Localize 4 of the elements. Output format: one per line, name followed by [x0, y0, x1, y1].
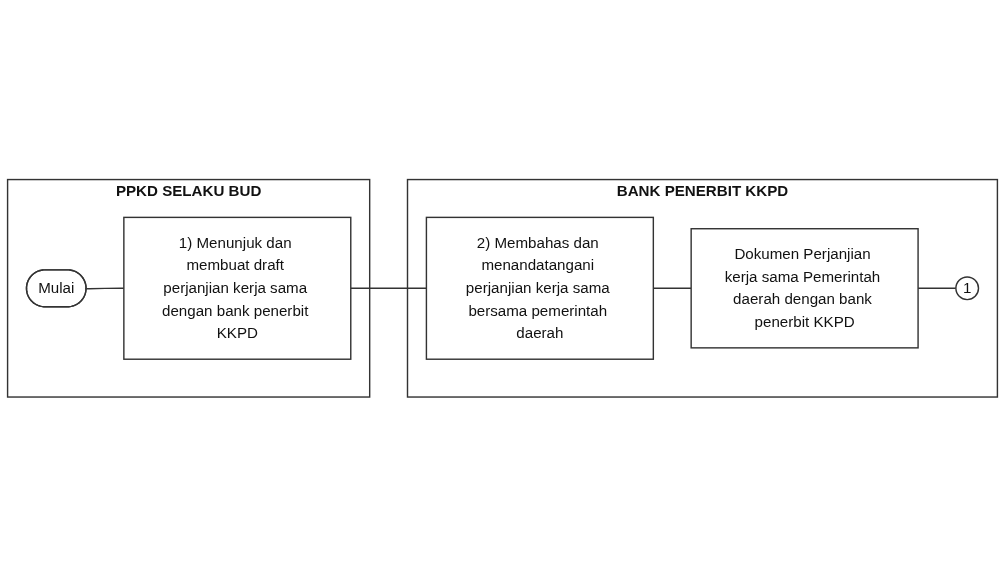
node-box: 2) Membahas dan menandatangani perjanjian kerja sama bersama pemerintah daerah — [425, 216, 655, 360]
node-circle: 1 — [955, 276, 980, 300]
node-box: 1) Menunjuk dan membuat draft perjanjian kerja sama dengan bank penerbit KKPD — [123, 216, 352, 360]
node-box: Dokumen Perjanjian kerja sama Pemerintah daerah dengan bank penerbit KKPD — [690, 227, 919, 349]
